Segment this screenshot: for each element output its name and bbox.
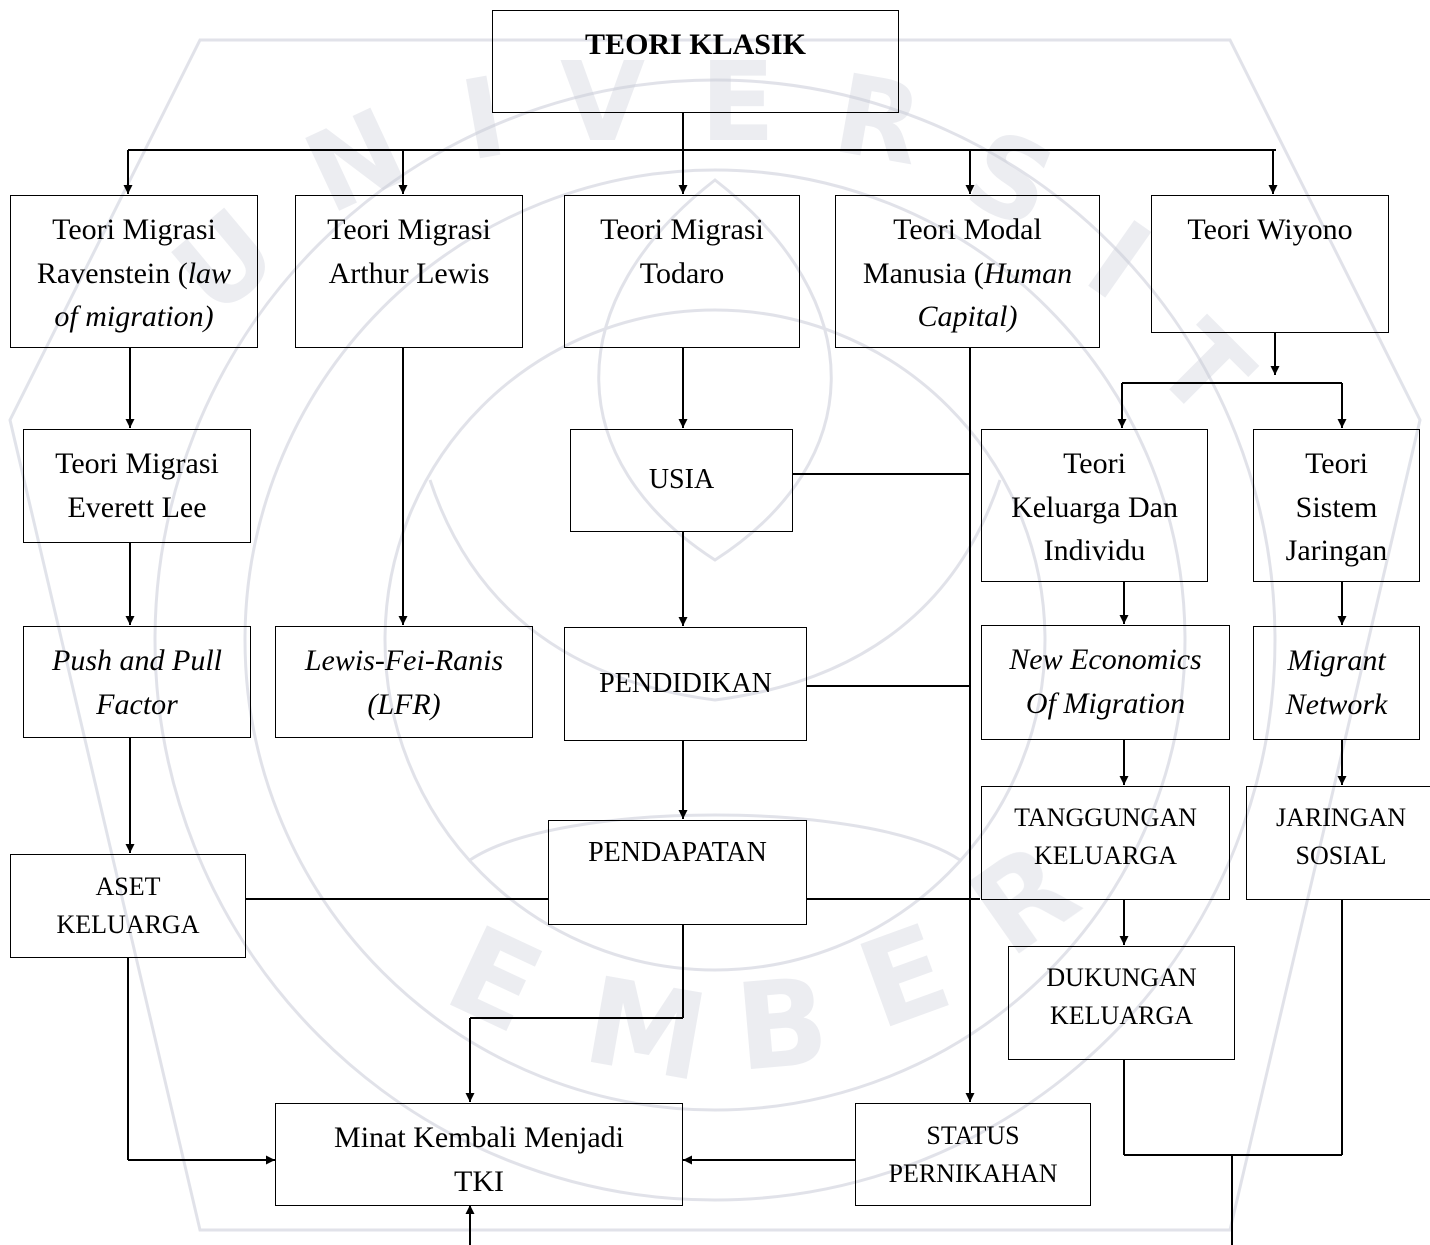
jaringan-sosial-line1: JARINGAN	[1276, 803, 1406, 832]
pendapatan-label: PENDAPATAN	[588, 837, 767, 868]
usia-label: USIA	[648, 464, 715, 496]
dukungan-line1: DUKUNGAN	[1046, 963, 1197, 992]
box-pendapatan: PENDAPATAN	[548, 820, 807, 925]
new-economics-line1: New Economics	[1009, 643, 1202, 676]
aset-line1: ASET	[95, 872, 161, 902]
box-dukungan-keluarga: DUKUNGAN KELUARGA	[1008, 946, 1235, 1060]
lewis-line1: Teori Migrasi	[327, 213, 491, 246]
everett-line2: Everett Lee	[67, 490, 207, 524]
box-aset-keluarga: ASET KELUARGA	[10, 854, 246, 958]
modal-line1: Teori Modal	[893, 213, 1042, 246]
lewis-line2: Arthur Lewis	[328, 256, 490, 290]
lfr-line2: (LFR)	[367, 687, 441, 721]
box-tanggungan-keluarga: TANGGUNGAN KELUARGA	[981, 786, 1230, 900]
svg-text:B: B	[730, 952, 833, 1098]
box-teori-wiyono: Teori Wiyono	[1151, 195, 1389, 333]
box-teori-sistem-jaringan: Teori Sistem Jaringan	[1253, 429, 1420, 582]
box-teori-modal-manusia: Teori Modal Manusia (Human Capital)	[835, 195, 1100, 348]
box-teori-todaro: Teori Migrasi Todaro	[564, 195, 800, 348]
push-pull-line2: Factor	[96, 687, 178, 721]
minat-line2: TKI	[454, 1164, 504, 1198]
svg-text:V: V	[560, 38, 645, 166]
root-label: TEORI KLASIK	[585, 28, 806, 61]
modal-line3: Capital)	[917, 300, 1018, 333]
keluarga-individu-line2: Keluarga Dan	[1011, 490, 1178, 524]
box-push-pull-factor: Push and Pull Factor	[23, 626, 251, 738]
pendidikan-label: PENDIDIKAN	[599, 667, 772, 699]
sistem-jaringan-line2: Sistem	[1295, 490, 1378, 524]
minat-line1: Minat Kembali Menjadi	[334, 1121, 624, 1154]
tanggungan-line1: TANGGUNGAN	[1014, 803, 1197, 832]
aset-line2: KELUARGA	[56, 910, 200, 939]
push-pull-line1: Push and Pull	[52, 644, 222, 677]
sistem-jaringan-line1: Teori	[1305, 447, 1368, 480]
box-usia: USIA	[570, 429, 793, 532]
svg-text:M: M	[575, 952, 717, 1110]
todaro-line1: Teori Migrasi	[600, 213, 764, 246]
box-jaringan-sosial: JARINGAN SOSIAL	[1246, 786, 1430, 900]
box-minat-kembali-tki: Minat Kembali Menjadi TKI	[275, 1103, 683, 1206]
status-line1: STATUS	[926, 1120, 1020, 1150]
svg-text:E: E	[700, 38, 775, 166]
everett-line1: Teori Migrasi	[55, 447, 219, 480]
modal-line2: Manusia (Human	[862, 256, 1073, 290]
box-lewis-fei-ranis: Lewis-Fei-Ranis (LFR)	[275, 626, 533, 738]
box-new-economics-migration: New Economics Of Migration	[981, 625, 1230, 740]
ravenstein-line1: Teori Migrasi	[52, 213, 216, 246]
migrant-network-line2: Network	[1285, 687, 1388, 721]
root-box-teori-klasik: TEORI KLASIK	[492, 10, 899, 113]
jaringan-sosial-line2: SOSIAL	[1295, 840, 1387, 870]
box-teori-everett-lee: Teori Migrasi Everett Lee	[23, 429, 251, 543]
sistem-jaringan-line3: Jaringan	[1285, 534, 1388, 567]
ravenstein-line3: of migration)	[54, 300, 214, 333]
box-teori-ravenstein: Teori Migrasi Ravenstein (law of migrati…	[10, 195, 258, 348]
status-line2: PERNIKAHAN	[888, 1158, 1058, 1188]
wiyono-line1: Teori Wiyono	[1187, 213, 1353, 246]
box-pendidikan: PENDIDIKAN	[564, 627, 807, 741]
lfr-line1: Lewis-Fei-Ranis	[304, 644, 504, 677]
box-teori-arthur-lewis: Teori Migrasi Arthur Lewis	[295, 195, 523, 348]
box-status-pernikahan: STATUS PERNIKAHAN	[855, 1103, 1091, 1206]
tanggungan-line2: KELUARGA	[1034, 840, 1177, 870]
ravenstein-line2: Ravenstein (law	[36, 256, 232, 290]
keluarga-individu-line1: Teori	[1063, 447, 1126, 480]
migrant-network-line1: Migrant	[1287, 644, 1386, 677]
todaro-line2: Todaro	[639, 256, 725, 290]
box-teori-keluarga-individu: Teori Keluarga Dan Individu	[981, 429, 1208, 582]
box-migrant-network: Migrant Network	[1253, 626, 1420, 740]
dukungan-line2: KELUARGA	[1050, 1000, 1193, 1030]
new-economics-line2: Of Migration	[1025, 686, 1186, 720]
keluarga-individu-line3: Individu	[1043, 534, 1146, 567]
